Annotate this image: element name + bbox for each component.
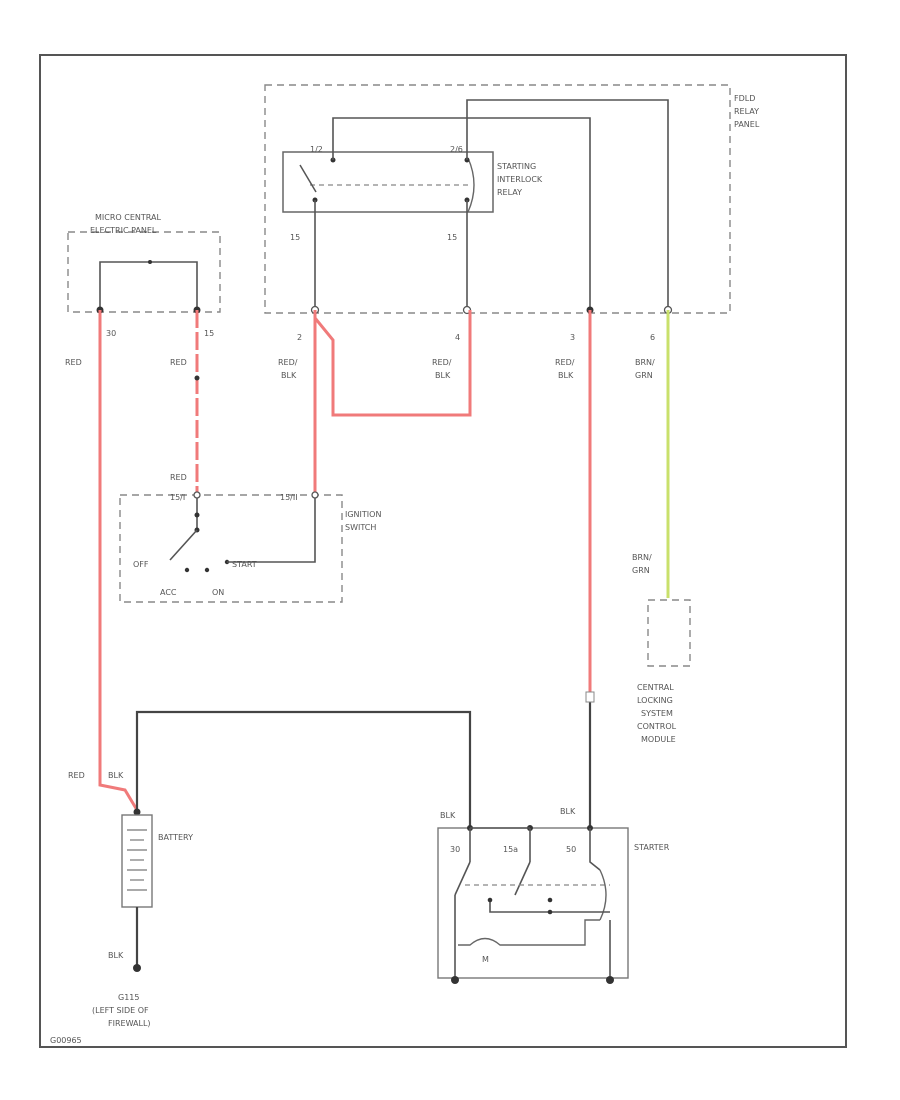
pin-3-label: 3 [570,333,575,342]
starter-term-15a: 15a [503,845,518,854]
ignition-on: ON [212,588,224,597]
wire-label-redblk-1b: BLK [281,371,297,380]
relay-coil [467,157,475,213]
figure-id: G00965 [50,1036,82,1045]
wire-label-brngrn-1a: BRN/ [635,358,655,367]
wire-label-redblk-1a: RED/ [278,358,298,367]
wire-blk-battery-to-starter [135,710,472,828]
ignition-label-2: SWITCH [345,523,376,532]
wire-label-red-4: RED [68,771,85,780]
ground-label-1: G115 [118,993,139,1002]
ignition-label-1: IGNITION [345,510,381,519]
wire-label-brngrn-2b: GRN [632,566,650,575]
locking-module-box [647,599,691,667]
relay-label-2: INTERLOCK [497,175,543,184]
diagram-border [39,54,847,1048]
wire-relay-to-pin6 [466,99,669,310]
central-panel-label-1: MICRO CENTRAL [95,213,161,222]
starter-term-30: 30 [450,845,460,854]
wire-label-red-1: RED [65,358,82,367]
starter-label: STARTER [634,843,670,852]
ground-point [133,964,141,972]
pin-4-label: 4 [455,333,460,342]
wire-label-redblk-3b: BLK [558,371,574,380]
relay-label-3: RELAY [497,188,522,197]
interlock-relay-box [282,151,494,213]
central-term-15: 15 [204,329,214,338]
starter-motor-field [458,919,600,946]
module-label-2: LOCKING [637,696,673,705]
starter-solenoid-coil [599,869,607,921]
relay-pin-left: 15 [290,233,300,242]
wire-label-redblk-3a: RED/ [555,358,575,367]
wire-label-blk-2: BLK [440,811,456,820]
module-label-1: CENTRAL [637,683,674,692]
starter-term-50: 50 [566,845,576,854]
central-panel-label-2: ELECTRIC PANEL [90,226,157,235]
ignition-term-left: 15/I [170,493,185,502]
ignition-switch-contact [169,529,198,561]
starter-contact-2 [514,861,531,896]
battery-cells [127,829,147,891]
central-panel-box [67,231,221,313]
wire-central-panel-bus [99,261,198,310]
central-term-30: 30 [106,329,116,338]
ground-label-2: (LEFT SIDE OF [92,1006,149,1015]
wire-label-blk-4: BLK [108,951,124,960]
relay-term-b: 2/6 [450,145,463,154]
starter-contact-1 [454,861,471,896]
relay-label-1: STARTING [497,162,536,171]
pin-6-label: 6 [650,333,655,342]
wire-label-red-3: RED [170,473,187,482]
wire-label-redblk-2a: RED/ [432,358,452,367]
relay-panel-label-1: FDLD [734,94,755,103]
wire-label-redblk-2b: BLK [435,371,451,380]
relay-term-a: 1/2 [310,145,323,154]
module-label-3: SYSTEM [641,709,673,718]
pin-2-label: 2 [297,333,302,342]
wire-label-red-2: RED [170,358,187,367]
wire-red-panel-to-battery [98,310,139,811]
ignition-term-right: 15/II [280,493,298,502]
ignition-start-wire [227,498,316,563]
relay-panel-label-3: PANEL [734,120,760,129]
wire-relay-to-pin3 [332,117,591,310]
ignition-acc: ACC [160,588,177,597]
relay-panel-label-2: RELAY [734,107,759,116]
ground-label-3: FIREWALL) [108,1019,151,1028]
wire-label-brngrn-2a: BRN/ [632,553,652,562]
relay-contact [299,164,317,193]
module-label-4: CONTROL [637,722,677,731]
wire-redblk-pin2-to-pin4 [313,310,472,417]
starter-motor: M [482,955,489,964]
starter-box [437,827,629,979]
relay-panel-box [264,84,731,314]
wire-label-blk-3: BLK [560,807,576,816]
wire-label-brngrn-1b: GRN [635,371,653,380]
ignition-switch-box [119,494,343,603]
ignition-start: START [232,560,257,569]
relay-pin-right: 15 [447,233,457,242]
ignition-off: OFF [133,560,149,569]
battery-label: BATTERY [158,833,193,842]
module-label-5: MODULE [641,735,676,744]
wire-label-blk-1: BLK [108,771,124,780]
battery-symbol [121,814,153,908]
